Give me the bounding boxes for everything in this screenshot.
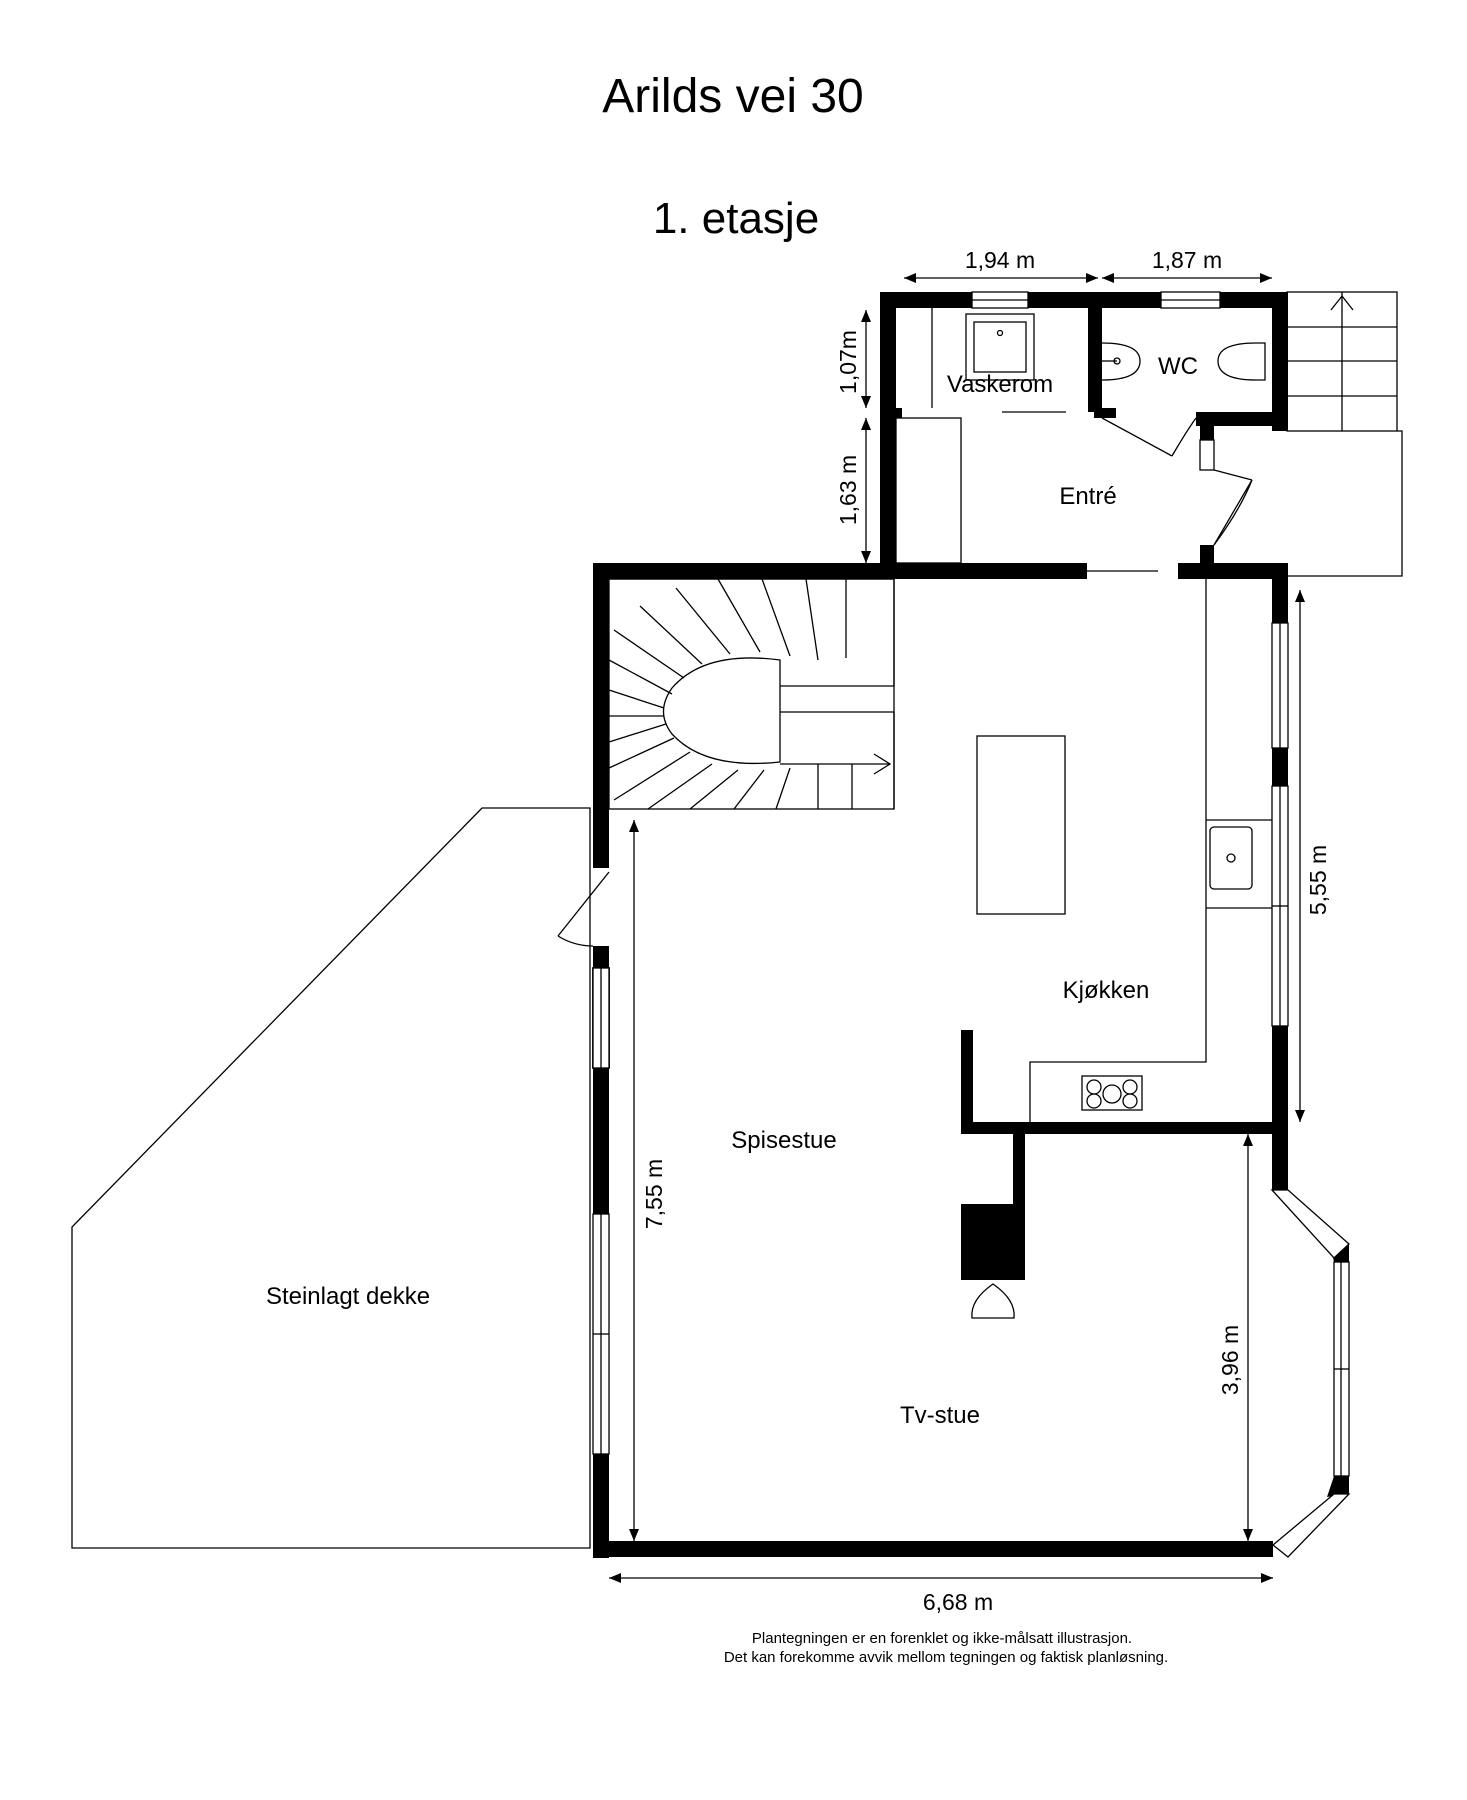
- room-label-wc: WC: [1158, 353, 1198, 380]
- page-title: Arilds vei 30: [602, 70, 863, 123]
- kitchen-counter: [1029, 579, 1207, 1122]
- dim-kitchen-length: 5,55 m: [1305, 845, 1331, 915]
- wardrobe: [895, 417, 962, 564]
- room-label-entre: Entré: [1059, 483, 1116, 510]
- floor-label: 1. etasje: [653, 194, 819, 243]
- dimension-lines: [609, 273, 1305, 1583]
- interior-staircase: [608, 578, 895, 810]
- dim-tv-length: 3,96 m: [1217, 1325, 1243, 1395]
- washing-machine-icon: [965, 313, 1035, 381]
- kitchen-island: [976, 735, 1066, 915]
- wc-sink-icon: [1101, 342, 1141, 381]
- toilet-icon: [1217, 342, 1266, 381]
- doors: [557, 411, 1253, 947]
- fixtures: [895, 308, 1272, 1319]
- room-label-spisestue: Spisestue: [731, 1127, 836, 1154]
- room-label-vaskerom: Vaskerom: [947, 371, 1053, 398]
- dim-entre-depth: 1,63 m: [835, 455, 861, 525]
- dim-total-width: 6,68 m: [923, 1589, 993, 1615]
- dim-vaskerom-depth: 1,07m: [835, 330, 861, 394]
- room-label-tvstue: Tv-stue: [900, 1402, 980, 1429]
- stone-deck-outline: [71, 807, 591, 1549]
- fireplace-hearth: [971, 1283, 1015, 1319]
- walls: [593, 292, 1349, 1558]
- room-label-kjokken: Kjøkken: [1063, 977, 1150, 1004]
- disclaimer-line-1: Plantegningen er en forenklet og ikke-må…: [752, 1630, 1132, 1647]
- dim-living-length: 7,55 m: [641, 1159, 667, 1229]
- disclaimer-line-2: Det kan forekomme avvik mellom tegningen…: [724, 1649, 1168, 1666]
- dim-vaskerom-width: 1,94 m: [965, 247, 1035, 273]
- stove-icon: [1081, 1075, 1143, 1111]
- room-label-steinlagt: Steinlagt dekke: [266, 1283, 430, 1310]
- outdoor-stairs: [1286, 291, 1403, 577]
- kitchen-sink-icon: [1209, 826, 1253, 890]
- dim-wc-width: 1,87 m: [1152, 247, 1222, 273]
